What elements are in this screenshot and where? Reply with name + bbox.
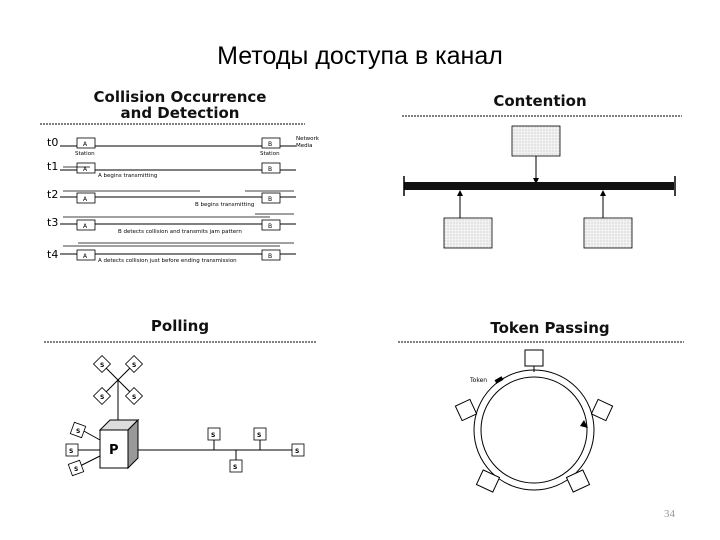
time-label-t3: t3 [47, 216, 58, 229]
station-a-label-t4: A [83, 253, 88, 260]
secondary-station-top: S [92, 354, 112, 374]
primary-station-side [127, 418, 139, 470]
ring-outer [473, 369, 595, 491]
station-b-box-t2 [261, 192, 281, 204]
secondary-station-bus: S [253, 427, 267, 441]
svg-text:S: S [233, 464, 237, 471]
secondary-station-left: S [65, 443, 79, 457]
ring-station [590, 398, 614, 422]
svg-text:S: S [132, 394, 136, 401]
secondary-station-top: S [124, 386, 144, 406]
secondary-station-bus: S [207, 427, 221, 441]
time-label-t1: t1 [47, 160, 58, 173]
station-label-b: Station [260, 151, 280, 157]
primary-station-label: P [109, 443, 119, 458]
ring-station [524, 349, 544, 372]
network-label-1: Network [296, 136, 320, 142]
station-b-box-t0 [261, 137, 281, 149]
token-label: Token [469, 377, 487, 384]
time-label-t2: t2 [47, 188, 58, 201]
station-b-box-t3 [261, 219, 281, 231]
secondary-station-bus: S [229, 459, 243, 473]
contention-left-station [443, 217, 493, 249]
svg-text:S: S [211, 432, 215, 439]
station-b-label-t4: B [268, 253, 272, 260]
station-label-a: Station [75, 151, 95, 157]
network-label-2: Media [296, 143, 313, 149]
event-t3: B detects collision and transmits jam pa… [118, 229, 242, 235]
svg-text:S: S [69, 448, 73, 455]
secondary-station-top: S [92, 386, 112, 406]
secondary-station-left: S [69, 421, 87, 439]
svg-text:S: S [295, 448, 299, 455]
station-b-label-t3: B [268, 223, 272, 230]
station-b-box-t4 [261, 249, 281, 261]
station-a-box-t0 [76, 137, 96, 149]
collision-title-line1: Collision Occurrence [93, 88, 267, 106]
station-a-box-t4 [76, 249, 96, 261]
secondary-station-left: S [67, 459, 85, 477]
station-a-label-t3: A [83, 223, 88, 230]
svg-text:S: S [76, 428, 80, 435]
contention-right-station [583, 217, 633, 249]
station-a-label-t2: A [83, 196, 88, 203]
station-a-label-t1: A [83, 166, 88, 173]
station-b-label-t2: B [268, 196, 272, 203]
station-a-box-t3 [76, 219, 96, 231]
svg-text:S: S [74, 466, 78, 473]
time-label-t0: t0 [47, 136, 58, 149]
ring-station [475, 469, 501, 493]
station-a-label-t0: A [83, 141, 88, 148]
contention-bus [404, 182, 674, 190]
event-t1: A begins transmitting [98, 173, 157, 179]
secondary-station-top: S [124, 354, 144, 374]
ring-station [454, 398, 478, 422]
svg-text:S: S [257, 432, 261, 439]
svg-text:S: S [132, 362, 136, 369]
slide-title: Методы доступа в канал [217, 42, 503, 70]
primary-station [99, 429, 129, 469]
token-marker [494, 376, 504, 384]
token-direction-arrow [580, 420, 588, 428]
ring-station [565, 469, 591, 493]
time-label-t4: t4 [47, 248, 58, 261]
ring-inner [480, 376, 588, 484]
station-a-box-t1 [76, 162, 96, 174]
svg-text:S: S [100, 362, 104, 369]
station-a-box-t2 [76, 192, 96, 204]
event-t2: B begins transmitting [195, 202, 254, 208]
token-passing-title: Token Passing [490, 319, 610, 337]
primary-station-top [98, 419, 140, 431]
svg-text:S: S [100, 394, 104, 401]
page-number: 34 [664, 508, 675, 520]
contention-title: Contention [493, 92, 587, 110]
station-b-label-t0: B [268, 141, 272, 148]
event-t4: A detects collision just before ending t… [98, 258, 237, 264]
station-b-label-t1: B [268, 166, 272, 173]
contention-top-station [511, 125, 561, 157]
secondary-station-bus: S [291, 443, 305, 457]
collision-title-line2: and Detection [120, 104, 240, 122]
polling-title: Polling [150, 317, 210, 335]
station-b-box-t1 [261, 162, 281, 174]
